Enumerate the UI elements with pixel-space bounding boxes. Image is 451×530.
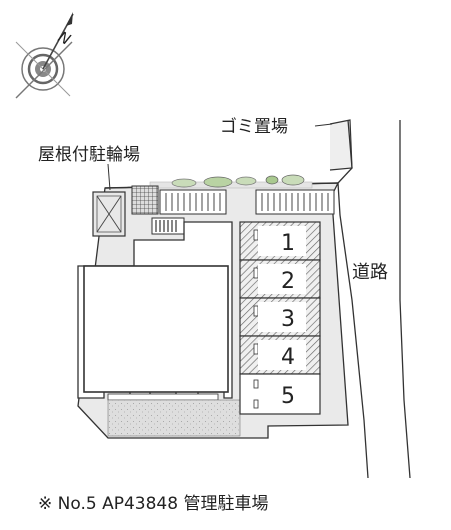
- bicycle-leader-line: [107, 163, 111, 191]
- garbage-label: ゴミ置場: [220, 116, 288, 137]
- parking-space-3: 3: [239, 297, 321, 337]
- parking-space-number: 1: [281, 231, 295, 256]
- road-label: 道路: [352, 262, 388, 283]
- garbage-leader-line: [314, 123, 333, 127]
- parking-space-number: 3: [281, 307, 295, 332]
- road-edge-left: [337, 119, 369, 479]
- parking-space-2: 2: [239, 259, 321, 299]
- building-inner: [83, 265, 229, 393]
- parking-space-5: 5: [239, 373, 321, 415]
- gravel-strip: [107, 399, 241, 437]
- parking-space-number: 5: [281, 384, 295, 409]
- north-label: N: [55, 28, 73, 49]
- parking-area: 1 2 3 4 5: [239, 221, 321, 415]
- bicycle-label: 屋根付駐輪場: [38, 145, 140, 165]
- compass-rose-icon: [15, 12, 74, 99]
- fence-right: [255, 189, 335, 215]
- grating-area: [131, 185, 159, 215]
- building-step: [107, 393, 219, 401]
- stairs-icon: [151, 217, 185, 235]
- road-edge-right: [399, 120, 411, 479]
- parking-space-1: 1: [239, 221, 321, 261]
- fence-left: [159, 189, 227, 215]
- parking-space-4: 4: [239, 335, 321, 375]
- garbage-area: [329, 119, 353, 171]
- x-box-icon: [92, 191, 126, 237]
- parking-space-number: 2: [281, 269, 295, 294]
- parking-space-number: 4: [281, 345, 295, 370]
- shrub-row: [149, 174, 313, 189]
- parking-footnote: ※ No.5 AP43848 管理駐車場: [38, 494, 268, 514]
